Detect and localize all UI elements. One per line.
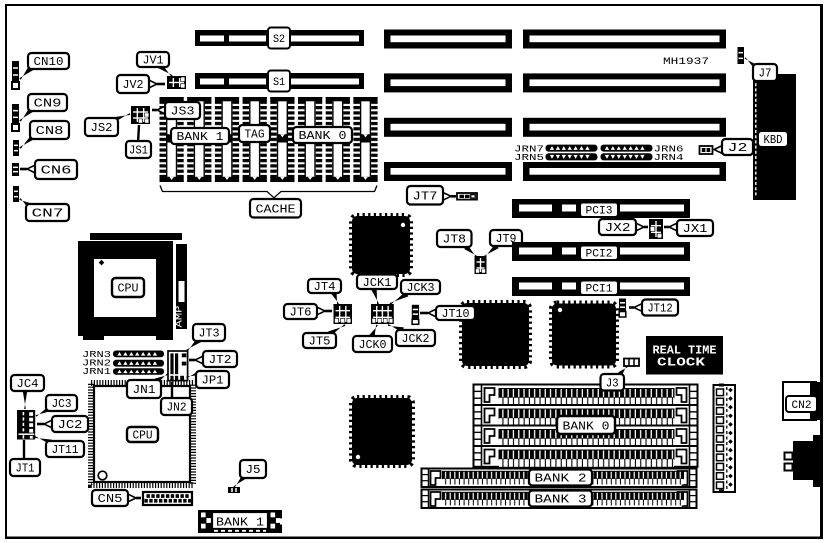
svg-text:JT4: JT4 <box>314 281 336 294</box>
svg-text:JS3: JS3 <box>171 106 195 119</box>
svg-text:JRN2: JRN2 <box>82 358 111 369</box>
svg-text:JRN5: JRN5 <box>514 153 544 163</box>
svg-text:CN5: CN5 <box>98 493 123 506</box>
svg-text:JV1: JV1 <box>143 55 164 68</box>
svg-text:JCK0: JCK0 <box>359 339 387 352</box>
svg-text:J2: J2 <box>728 142 748 155</box>
svg-text:CN6: CN6 <box>41 165 72 178</box>
svg-text:PCI1: PCI1 <box>586 284 613 296</box>
svg-text:BANK 3: BANK 3 <box>535 494 587 507</box>
svg-text:BANK 1: BANK 1 <box>216 517 264 530</box>
svg-text:PCI2: PCI2 <box>586 249 613 261</box>
svg-text:JT11: JT11 <box>52 444 79 457</box>
svg-text:CPU: CPU <box>133 430 153 443</box>
svg-text:JT12: JT12 <box>647 303 672 316</box>
svg-text:JT5: JT5 <box>309 336 331 349</box>
svg-text:JS2: JS2 <box>91 122 113 135</box>
svg-text:JT6: JT6 <box>290 307 312 320</box>
svg-text:JX2: JX2 <box>605 222 631 235</box>
svg-text:J7: J7 <box>759 68 772 81</box>
svg-text:KBD: KBD <box>764 134 783 147</box>
svg-text:JC2: JC2 <box>58 419 83 432</box>
svg-text:JN1: JN1 <box>133 384 156 397</box>
svg-text:JN2: JN2 <box>167 402 187 415</box>
svg-text:CPU: CPU <box>118 283 139 296</box>
svg-text:AMP: AMP <box>174 305 185 327</box>
svg-text:JRN4: JRN4 <box>654 153 684 163</box>
svg-text:CACHE: CACHE <box>256 203 296 217</box>
svg-text:CN10: CN10 <box>34 56 64 69</box>
svg-text:JS1: JS1 <box>129 145 148 158</box>
svg-text:JRN1: JRN1 <box>82 366 111 377</box>
svg-text:JCK1: JCK1 <box>363 277 392 290</box>
svg-text:JRN6: JRN6 <box>654 144 684 154</box>
svg-text:CN2: CN2 <box>792 400 812 412</box>
svg-text:JP1: JP1 <box>202 375 224 388</box>
svg-text:JT10: JT10 <box>442 308 470 321</box>
svg-text:REAL TIME: REAL TIME <box>653 344 717 358</box>
svg-text:JC3: JC3 <box>52 398 72 411</box>
svg-text:CN9: CN9 <box>34 98 62 111</box>
svg-text:TAG: TAG <box>245 129 265 142</box>
svg-text:BANK 1: BANK 1 <box>177 131 224 144</box>
svg-text:S1: S1 <box>273 77 285 89</box>
svg-text:JT2: JT2 <box>209 354 232 367</box>
svg-text:S2: S2 <box>273 34 285 46</box>
svg-text:JT9: JT9 <box>496 233 517 246</box>
svg-text:JT3: JT3 <box>199 328 220 341</box>
svg-text:BANK 0: BANK 0 <box>299 130 347 143</box>
svg-text:MH1937: MH1937 <box>663 57 709 68</box>
svg-text:BANK 2: BANK 2 <box>535 473 587 486</box>
svg-text:JC4: JC4 <box>17 378 39 391</box>
svg-text:JCK3: JCK3 <box>407 282 435 295</box>
svg-text:JX1: JX1 <box>683 223 708 236</box>
svg-text:JT8: JT8 <box>443 234 467 247</box>
svg-text:JT7: JT7 <box>413 190 438 203</box>
svg-text:BANK 0: BANK 0 <box>563 419 610 433</box>
svg-text:PCI3: PCI3 <box>586 206 613 218</box>
svg-text:J5: J5 <box>246 464 261 477</box>
svg-text:CN8: CN8 <box>36 125 64 138</box>
svg-text:JV2: JV2 <box>123 79 144 92</box>
svg-text:JRN3: JRN3 <box>82 349 111 360</box>
svg-text:J3: J3 <box>606 377 619 390</box>
svg-text:CN7: CN7 <box>32 208 64 221</box>
svg-text:CLOCK: CLOCK <box>657 356 706 370</box>
svg-text:JT1: JT1 <box>16 463 35 476</box>
svg-text:JCK2: JCK2 <box>402 333 430 346</box>
svg-text:JRN7: JRN7 <box>514 144 544 154</box>
